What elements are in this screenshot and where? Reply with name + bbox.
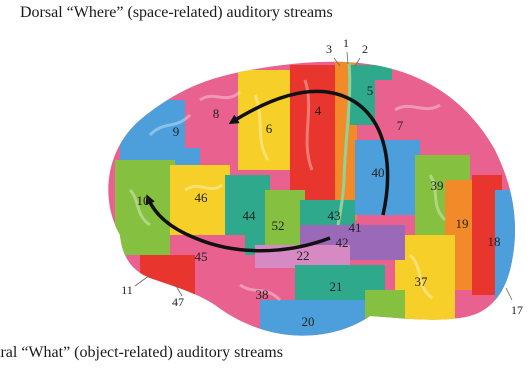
area-label-37: 37: [415, 274, 429, 289]
area-label-42: 42: [336, 235, 349, 250]
region-area-52: [265, 190, 305, 245]
leader-line-11: [134, 274, 151, 287]
area-label-11: 11: [121, 283, 133, 297]
area-label-22: 22: [297, 248, 310, 263]
area-label-39: 39: [431, 178, 444, 193]
area-label-52: 52: [272, 218, 285, 233]
central-sulcus: [336, 61, 352, 226]
area-label-44: 44: [243, 208, 257, 223]
area-label-9: 9: [173, 124, 180, 139]
leader-line-1: [346, 51, 349, 65]
area-label-6: 6: [266, 121, 273, 136]
region-area-47: [140, 255, 195, 295]
region-area-10: [115, 160, 175, 255]
region-area-46: [170, 165, 230, 235]
area-label-10: 10: [137, 193, 150, 208]
dorsal-stream-arrow: [228, 89, 390, 216]
area-label-2: 2: [362, 42, 368, 56]
leader-line-2: [354, 57, 361, 67]
area-label-4: 4: [315, 103, 322, 118]
area-label-7: 7: [397, 118, 404, 133]
area-label-20: 20: [302, 314, 315, 329]
area-label-8: 8: [213, 106, 220, 121]
area-label-18: 18: [488, 234, 501, 249]
area-label-47: 47: [172, 295, 184, 309]
area-label-3: 3: [326, 42, 332, 56]
region-area-6: [238, 70, 300, 170]
area-label-45: 45: [195, 249, 208, 264]
area-label-43: 43: [328, 208, 341, 223]
area-label-38: 38: [256, 287, 269, 302]
area-label-1: 1: [343, 36, 349, 50]
area-label-21: 21: [330, 279, 343, 294]
area-label-5: 5: [367, 83, 374, 98]
area-label-40: 40: [372, 165, 385, 180]
area-label-19: 19: [456, 216, 469, 231]
dorsal-stream-caption: Dorsal “Where” (space-related) auditory …: [20, 4, 333, 21]
region-area-unlabeled-green: [365, 290, 405, 325]
area-label-46: 46: [195, 190, 209, 205]
region-area-20: [260, 300, 370, 336]
ventral-stream-arrow: [145, 194, 331, 253]
area-label-17: 17: [511, 303, 523, 317]
leader-line-3: [333, 57, 341, 67]
leader-line-47: [174, 283, 183, 297]
area-label-41: 41: [349, 220, 362, 235]
ventral-stream-caption: tral “What” (object-related) auditory st…: [0, 344, 283, 361]
region-area-17: [495, 190, 515, 310]
leader-line-17: [505, 287, 513, 301]
